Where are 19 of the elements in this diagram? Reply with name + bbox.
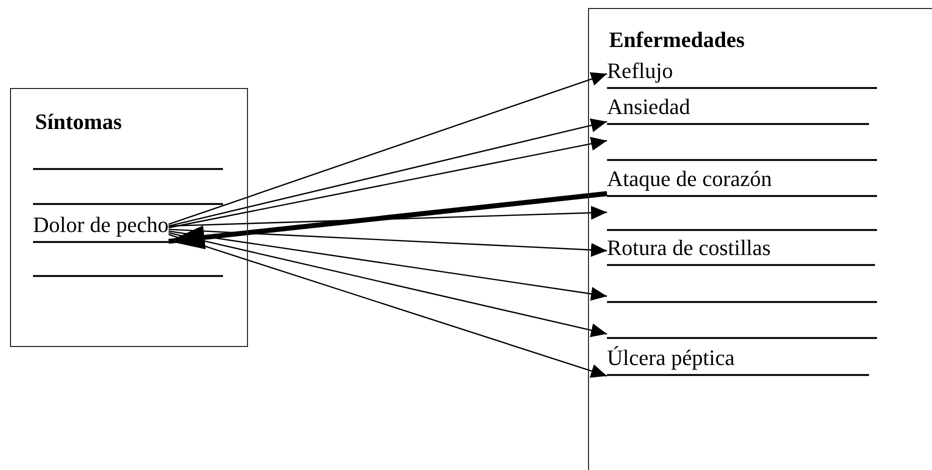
underlined-answer: Ataque de corazón <box>607 163 877 197</box>
list-box <box>588 8 932 470</box>
box-heading: Enfermedades <box>609 27 745 53</box>
arrow <box>168 72 608 225</box>
list-box <box>10 88 248 347</box>
underlined-answer: Rotura de costillas <box>607 232 875 266</box>
arrow <box>168 232 608 338</box>
arrow <box>168 136 608 228</box>
underlined-answer: Úlcera péptica <box>607 342 869 376</box>
underlined-answer: Ansiedad <box>607 91 869 125</box>
arrow <box>168 228 608 257</box>
underlined-answer: Dolor de pecho <box>33 209 169 243</box>
arrow <box>168 191 608 250</box>
underlined-answer: Reflujo <box>607 55 877 89</box>
arrow <box>168 234 608 378</box>
box-heading: Síntomas <box>35 109 122 135</box>
arrow <box>168 206 608 227</box>
arrow <box>168 230 608 301</box>
arrow <box>168 118 608 227</box>
